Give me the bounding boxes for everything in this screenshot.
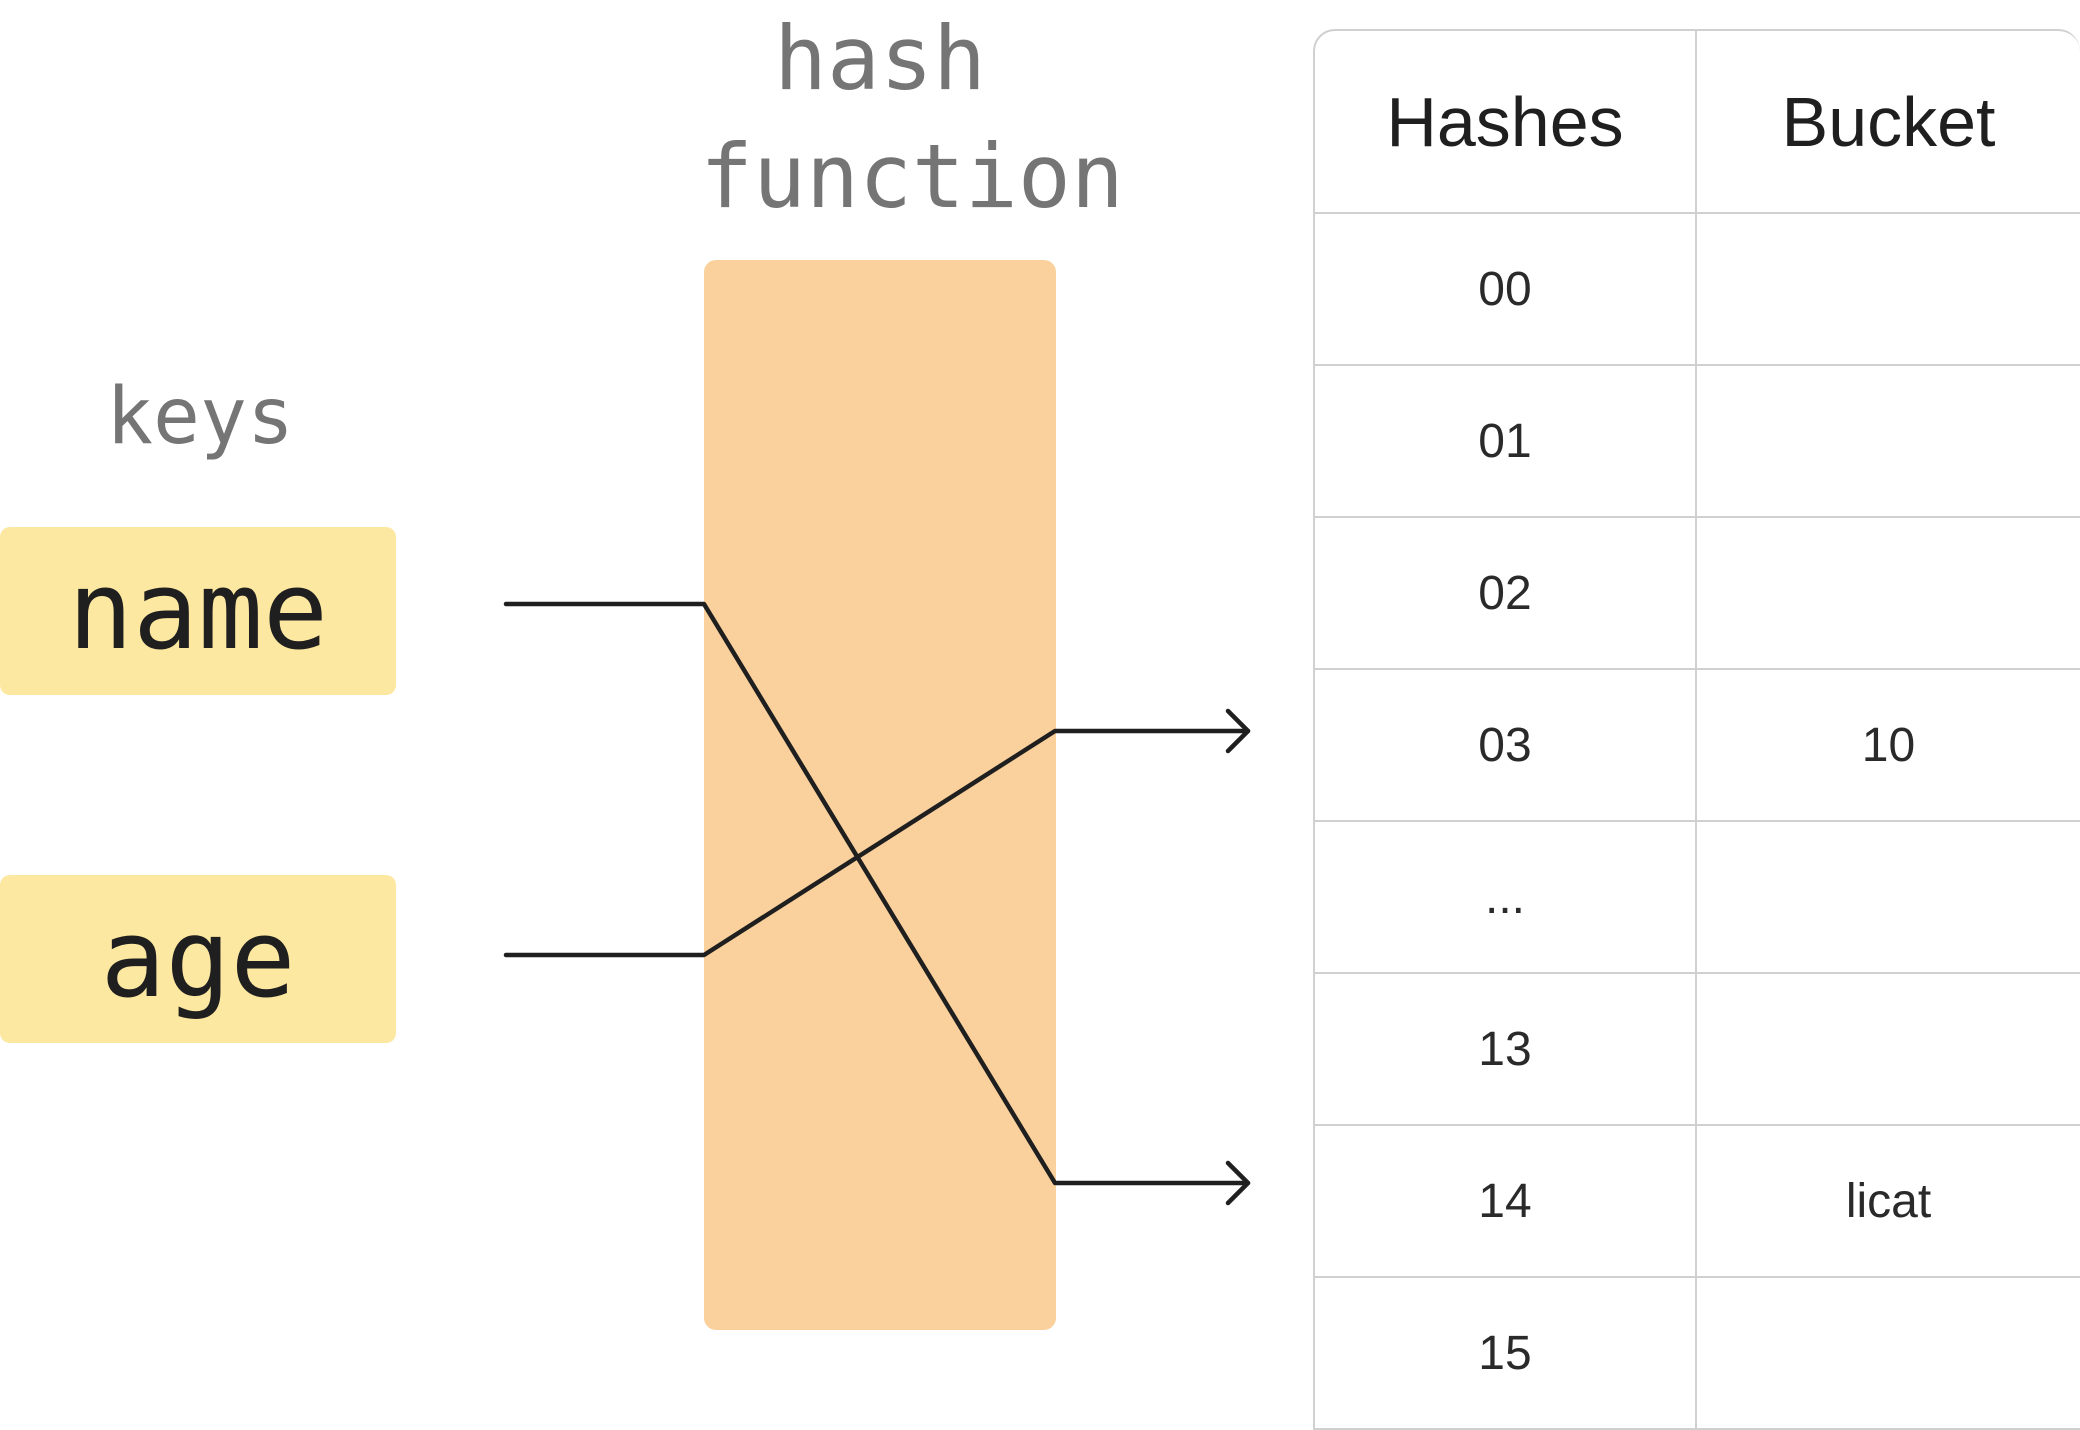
hash-cell: 01 [1315, 366, 1697, 516]
header-bucket: Bucket [1781, 82, 1996, 161]
hash-cell: ... [1315, 822, 1697, 972]
table-row: 03 10 [1315, 670, 2080, 822]
key-age-box: age [0, 875, 396, 1043]
table-row: 15 [1315, 1278, 2080, 1430]
hash-cell: 03 [1315, 670, 1697, 820]
table-row: 01 [1315, 366, 2080, 518]
table-row: 14 licat [1315, 1126, 2080, 1278]
header-hashes: Hashes [1315, 31, 1697, 212]
keys-label: keys [106, 372, 294, 462]
hash-cell: 00 [1315, 214, 1697, 364]
hash-cell: 15 [1315, 1278, 1697, 1428]
key-name-box: name [0, 527, 396, 695]
hash-cell: 02 [1315, 518, 1697, 668]
bucket-cell [1697, 822, 2080, 972]
table-row: ... [1315, 822, 2080, 974]
arrowhead-03 [1225, 708, 1251, 754]
arrowhead-14 [1225, 1160, 1251, 1206]
table-row: 13 [1315, 974, 2080, 1126]
table-row: 02 [1315, 518, 2080, 670]
hash-table: Hashes Bucket 00 01 02 03 10 ... 13 14 [1313, 29, 2080, 1430]
table-header-row: Hashes Bucket [1315, 31, 2080, 214]
wire-name-to-14 [503, 601, 1251, 1186]
hash-cell: 14 [1315, 1126, 1697, 1276]
wire-age-to-03 [503, 728, 1251, 958]
bucket-cell: 10 [1861, 718, 1916, 772]
hash-function-label: hash function [700, 7, 1124, 228]
bucket-cell [1697, 974, 2080, 1124]
bucket-cell [1697, 214, 2080, 364]
bucket-cell [1697, 1278, 2080, 1428]
table-row: 00 [1315, 214, 2080, 366]
hash-cell: 13 [1315, 974, 1697, 1124]
bucket-cell: licat [1845, 1174, 1932, 1228]
bucket-cell [1697, 366, 2080, 516]
hash-function-box [704, 260, 1056, 1330]
bucket-cell [1697, 518, 2080, 668]
